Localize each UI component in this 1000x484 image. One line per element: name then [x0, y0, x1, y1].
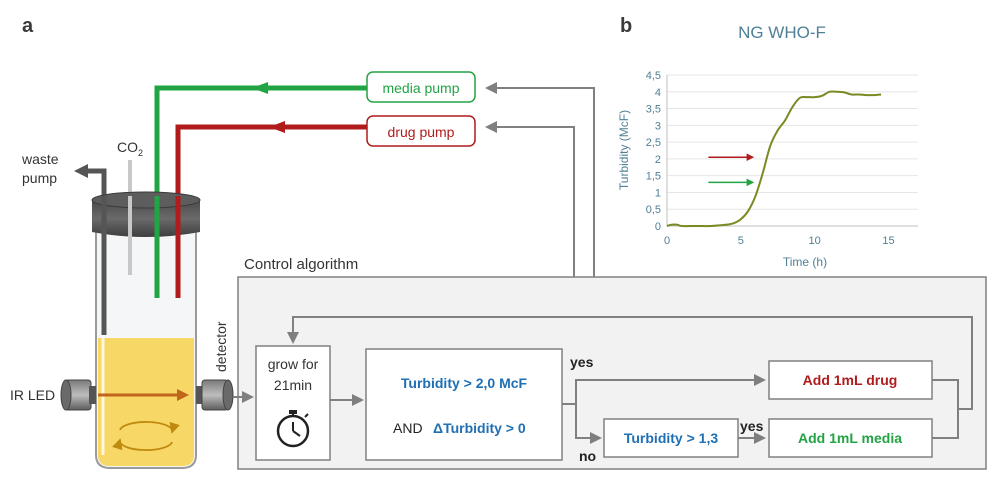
control-to-media-pump-line [485, 82, 595, 277]
chart-series [666, 90, 882, 228]
drug-flow-arrow [269, 121, 285, 133]
grow-label-line1: grow for [268, 356, 319, 372]
y-tick-labels: 0 0,5 1 1,5 2 2,5 3 3,5 4 4,5 [646, 70, 661, 233]
yes-label-bottom: yes [740, 418, 764, 434]
chart-annotations [708, 153, 755, 187]
stirring-icon [119, 421, 180, 434]
waste-arrow [74, 164, 88, 178]
grow-label-line2: 21min [274, 377, 312, 393]
x-tick-label: 10 [809, 235, 821, 247]
control-algorithm-title: Control algorithm [244, 256, 358, 273]
drug-pump-label: drug pump [388, 124, 455, 140]
chart-axes [666, 75, 918, 227]
y-tick-label: 4,5 [646, 70, 661, 82]
waste-label-line1: waste [21, 151, 59, 167]
yes-to-drug-line [562, 374, 766, 405]
drug-pump-box: drug pump [366, 115, 476, 147]
vial-cap [92, 200, 200, 237]
media-pump-label: media pump [382, 80, 459, 96]
add-drug-box: Add 1mL drug [768, 360, 933, 400]
y-tick-label: 0 [655, 221, 661, 233]
no-label: no [579, 448, 596, 464]
second-condition-box: Turbidity > 1,3 [603, 418, 739, 458]
add-media-box: Add 1mL media [768, 418, 933, 458]
yes-label-top: yes [570, 354, 594, 370]
y-tick-label: 3 [655, 120, 661, 132]
panel-b: b NG WHO-F Turbidity (McF) Time (h) 0 0,5… [617, 15, 918, 269]
y-tick-label: 2 [655, 154, 661, 166]
control-to-drug-pump-line [485, 121, 575, 277]
culture-vial [91, 191, 201, 469]
loop-back-line [287, 316, 973, 410]
condition-delta-turbidity: ΔTurbidity > 0 [433, 420, 526, 436]
y-tick-label: 2,5 [646, 137, 661, 149]
x-tick-label: 15 [882, 235, 894, 247]
panel-a: a media pump drug pump waste pump CO2 [10, 15, 987, 470]
culture-liquid [98, 338, 194, 466]
x-tick-label: 0 [664, 235, 670, 247]
x-tick-label: 5 [738, 235, 744, 247]
chart-gridlines [667, 74, 918, 210]
x-tick-labels: 0 5 10 15 [664, 235, 895, 247]
second-condition-label: Turbidity > 1,3 [624, 430, 718, 446]
grow-step-box: grow for 21min [255, 345, 331, 461]
condition-turbidity: Turbidity > 2,0 McF [401, 375, 528, 391]
y-tick-label: 3,5 [646, 104, 661, 116]
co2-label: CO2 [117, 139, 143, 158]
y-axis-label: Turbidity (McF) [617, 110, 631, 190]
condition-and: AND [393, 420, 423, 436]
condition-box: Turbidity > 2,0 McF AND ΔTurbidity > 0 [365, 348, 563, 461]
add-media-label: Add 1mL media [798, 430, 902, 446]
detector-label: detector [213, 321, 229, 372]
media-flow-arrow [252, 82, 268, 94]
stopwatch-icon [276, 410, 310, 448]
ir-led-label: IR LED [10, 387, 55, 403]
y-tick-label: 1 [655, 187, 661, 199]
media-pump-box: media pump [366, 71, 476, 103]
chart-title: NG WHO-F [738, 23, 826, 42]
ir-led-icon [60, 379, 96, 411]
y-tick-label: 0,5 [646, 204, 661, 216]
y-tick-label: 1,5 [646, 171, 661, 183]
x-axis-label: Time (h) [783, 255, 827, 269]
panel-b-label: b [620, 15, 632, 37]
detector-icon [196, 379, 234, 411]
waste-label-line2: pump [22, 170, 57, 186]
y-tick-label: 4 [655, 87, 661, 99]
add-drug-label: Add 1mL drug [803, 372, 898, 388]
turbidity-series-line [666, 90, 882, 228]
panel-a-label: a [22, 15, 34, 37]
no-to-second-condition-line [575, 404, 602, 444]
